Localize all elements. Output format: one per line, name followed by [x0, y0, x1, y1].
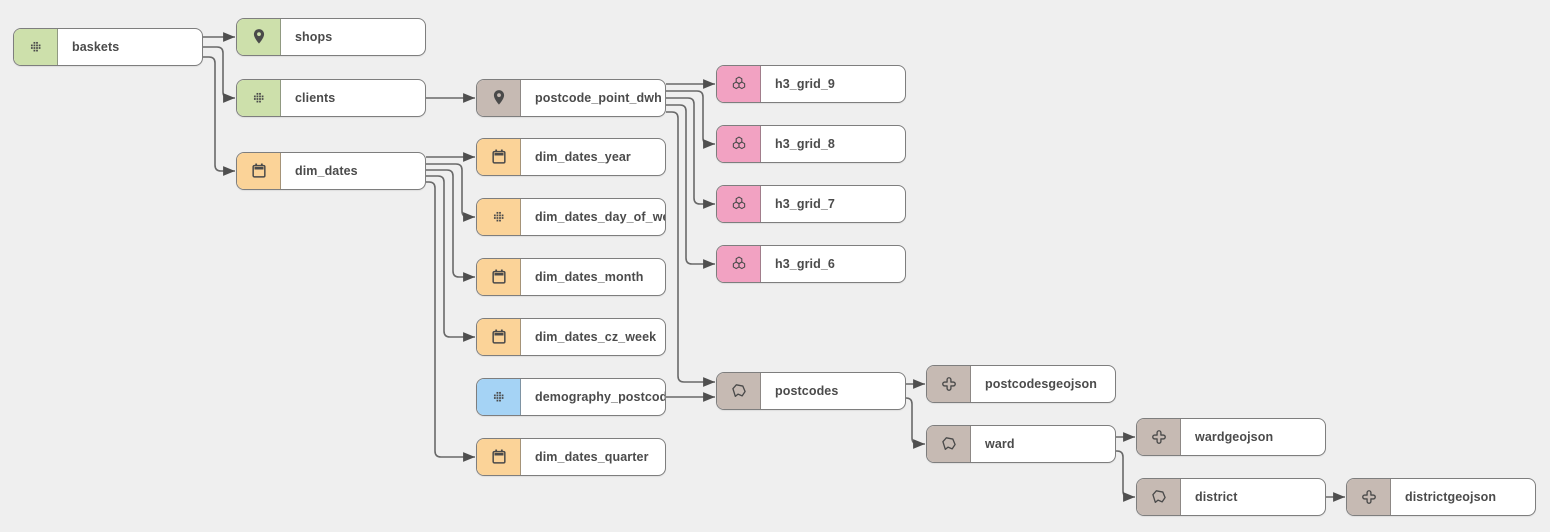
node-icon-box	[477, 80, 521, 116]
edge-baskets-to-dim_dates	[203, 56, 235, 176]
node-label: dim_dates_month	[535, 270, 644, 284]
node-dim_dates_day_of_we[interactable]: dim_dates_day_of_we	[476, 198, 666, 236]
polygon-icon	[1149, 487, 1169, 507]
h3-hexagons-icon	[729, 74, 749, 94]
node-icon-box	[717, 246, 761, 282]
node-baskets[interactable]: baskets	[13, 28, 203, 66]
edge-dim_dates-to-dim_dates_cz_week	[426, 175, 475, 342]
location-pin-icon	[249, 27, 269, 47]
calendar-icon	[489, 327, 509, 347]
node-district[interactable]: district	[1136, 478, 1326, 516]
node-label: postcodesgeojson	[985, 377, 1098, 391]
node-shops[interactable]: shops	[236, 18, 426, 56]
edge-ward-to-district	[1116, 450, 1135, 502]
node-wardgeojson[interactable]: wardgeojson	[1136, 418, 1326, 456]
node-label: h3_grid_6	[775, 257, 835, 271]
node-h3_grid_7[interactable]: h3_grid_7	[716, 185, 906, 223]
node-label: dim_dates	[295, 164, 358, 178]
node-icon-box	[237, 153, 281, 189]
geojson-puzzle-icon	[939, 374, 959, 394]
location-pin-icon	[489, 88, 509, 108]
node-dim_dates_month[interactable]: dim_dates_month	[476, 258, 666, 296]
node-label: baskets	[72, 40, 120, 54]
node-icon-box	[927, 426, 971, 462]
node-icon-box	[1137, 419, 1181, 455]
edge-postcode_point_dwh-to-h3_grid_7	[666, 97, 716, 209]
node-postcodesgeojson[interactable]: postcodesgeojson	[926, 365, 1116, 403]
polygon-icon	[729, 381, 749, 401]
node-label: wardgeojson	[1195, 430, 1274, 444]
edge-baskets-to-clients	[203, 46, 235, 103]
edge-postcodes-to-ward	[905, 397, 926, 449]
geojson-puzzle-icon	[1149, 427, 1169, 447]
node-icon-box	[717, 186, 761, 222]
node-icon-box	[1137, 479, 1181, 515]
node-label: dim_dates_cz_week	[535, 330, 657, 344]
node-label: postcodes	[775, 384, 839, 398]
node-icon-box	[477, 139, 521, 175]
node-dim_dates_quarter[interactable]: dim_dates_quarter	[476, 438, 666, 476]
node-label: h3_grid_8	[775, 137, 835, 151]
node-icon-box	[477, 379, 521, 415]
node-label: dim_dates_quarter	[535, 450, 649, 464]
node-label: dim_dates_day_of_we	[535, 210, 665, 224]
edge-postcode_point_dwh-to-h3_grid_8	[666, 90, 716, 149]
calendar-icon	[489, 447, 509, 467]
node-icon-box	[237, 80, 281, 116]
table-dots-icon	[489, 387, 509, 407]
table-dots-icon	[489, 207, 509, 227]
node-icon-box	[477, 439, 521, 475]
node-label: h3_grid_7	[775, 197, 835, 211]
geojson-puzzle-icon	[1359, 487, 1379, 507]
node-districtgeojson[interactable]: districtgeojson	[1346, 478, 1536, 516]
node-demography_postcod[interactable]: demography_postcod	[476, 378, 666, 416]
node-h3_grid_9[interactable]: h3_grid_9	[716, 65, 906, 103]
node-ward[interactable]: ward	[926, 425, 1116, 463]
node-dim_dates_cz_week[interactable]: dim_dates_cz_week	[476, 318, 666, 356]
node-label: districtgeojson	[1405, 490, 1497, 504]
node-icon-box	[477, 259, 521, 295]
calendar-icon	[489, 267, 509, 287]
edge-postcode_point_dwh-to-h3_grid_6	[666, 104, 716, 269]
node-icon-box	[14, 29, 58, 65]
node-label: dim_dates_year	[535, 150, 631, 164]
node-icon-box	[717, 126, 761, 162]
node-icon-box	[717, 373, 761, 409]
table-dots-icon	[26, 37, 46, 57]
node-label: district	[1195, 490, 1238, 504]
node-icon-box	[927, 366, 971, 402]
node-dim_dates[interactable]: dim_dates	[236, 152, 426, 190]
node-label: demography_postcod	[535, 390, 665, 404]
h3-hexagons-icon	[729, 194, 749, 214]
table-dots-icon	[249, 88, 269, 108]
edge-dim_dates-to-dim_dates_month	[426, 169, 475, 282]
node-icon-box	[237, 19, 281, 55]
node-h3_grid_6[interactable]: h3_grid_6	[716, 245, 906, 283]
node-icon-box	[477, 319, 521, 355]
calendar-icon	[489, 147, 509, 167]
h3-hexagons-icon	[729, 134, 749, 154]
h3-hexagons-icon	[729, 254, 749, 274]
node-h3_grid_8[interactable]: h3_grid_8	[716, 125, 906, 163]
node-icon-box	[1347, 479, 1391, 515]
polygon-icon	[939, 434, 959, 454]
edge-postcode_point_dwh-to-postcodes	[666, 111, 716, 387]
node-icon-box	[717, 66, 761, 102]
calendar-icon	[249, 161, 269, 181]
node-label: clients	[295, 91, 336, 105]
node-label: shops	[295, 30, 333, 44]
edge-dim_dates-to-dim_dates_day_of_we	[426, 163, 475, 222]
node-clients[interactable]: clients	[236, 79, 426, 117]
node-label: postcode_point_dwh	[535, 91, 662, 105]
node-postcodes[interactable]: postcodes	[716, 372, 906, 410]
node-postcode_point_dwh[interactable]: postcode_point_dwh	[476, 79, 666, 117]
node-icon-box	[477, 199, 521, 235]
node-label: h3_grid_9	[775, 77, 835, 91]
node-dim_dates_year[interactable]: dim_dates_year	[476, 138, 666, 176]
edge-dim_dates-to-dim_dates_quarter	[426, 181, 475, 462]
node-label: ward	[985, 437, 1015, 451]
